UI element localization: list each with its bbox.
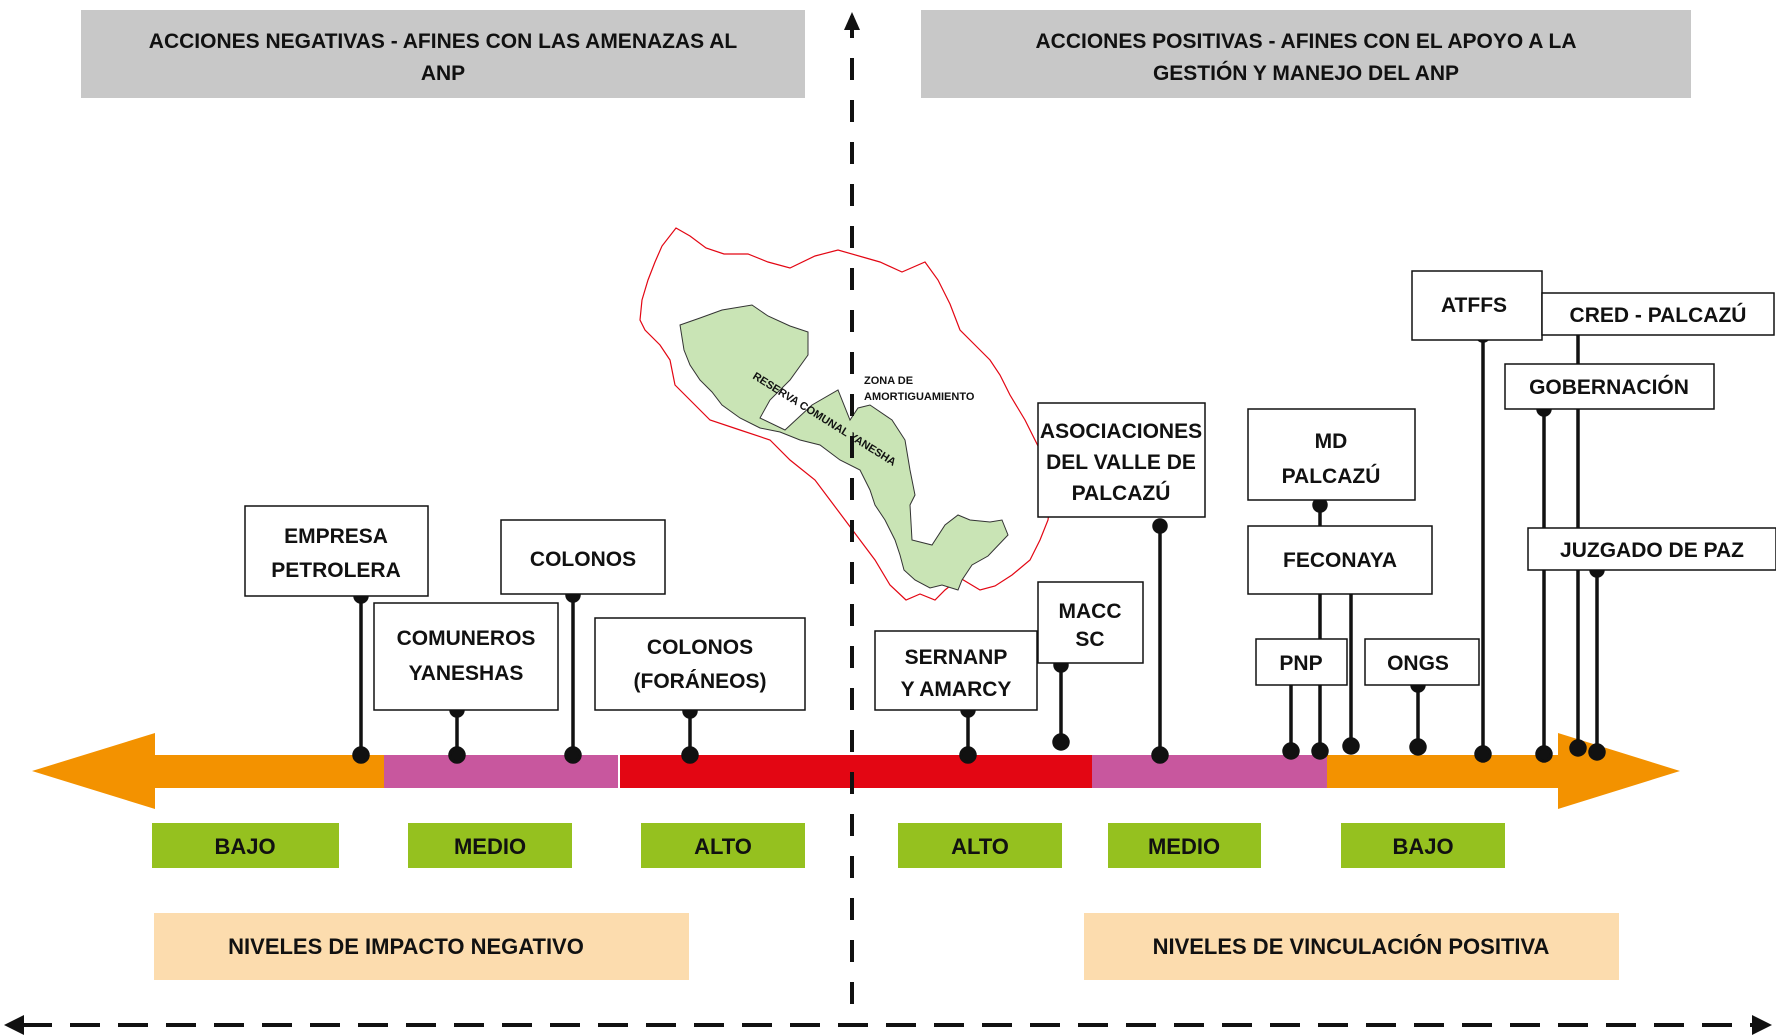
box-colonos-foraneos [594,617,806,711]
buffer-zone-outline [639,227,1053,601]
label-sernanp-2: Y AMARCY [901,678,1012,701]
label-empresa-petrolera-2: PETROLERA [271,559,401,582]
level-box-medio-left [408,823,572,868]
buffer-zone-label-line2: AMORTIGUAMIENTO [864,391,975,403]
arrow-left-head [32,733,384,809]
label-comuneros-1: COMUNEROS [397,627,536,650]
label-sernanp-1: SERNANP [905,646,1008,669]
box-comuneros-yaneshas [373,602,559,711]
label-feconaya: FECONAYA [1283,549,1397,572]
box-atffs [1411,270,1543,341]
bottom-arrow-left [4,1015,24,1035]
positive-header-line2: GESTIÓN Y MANEJO DEL ANP [1153,61,1459,85]
box-empresa-petrolera [244,505,429,597]
level-bajo-left: BAJO [214,834,275,859]
footer-negative: NIVELES DE IMPACTO NEGATIVO [228,934,584,959]
label-comuneros-2: YANESHAS [409,662,524,685]
level-medio-right: MEDIO [1148,834,1220,859]
reserve-map: RESERVA COMUNAL YANESHA ZONA DE AMORTIGU… [639,227,1053,601]
level-box-bajo-right [1341,823,1505,868]
label-asociaciones-3: PALCAZÚ [1072,481,1171,505]
label-colonos: COLONOS [530,548,636,571]
level-alto-left: ALTO [694,834,752,859]
label-empresa-petrolera-1: EMPRESA [284,525,388,548]
level-box-bajo-left [152,823,339,868]
level-box-alto-right [898,823,1062,868]
divider-arrow-up [844,12,860,30]
reserve-area [679,304,1009,591]
label-cred-palcazu: CRED - PALCAZÚ [1570,303,1747,327]
label-md-1: MD [1315,430,1348,453]
label-asociaciones-2: DEL VALLE DE [1046,451,1196,474]
footer-box-positive [1084,913,1619,980]
bottom-arrow-right [1752,1015,1772,1035]
label-md-2: PALCAZÚ [1282,464,1381,488]
box-md-palcazu [1247,408,1416,501]
segment-high [620,755,1092,788]
label-atffs: ATFFS [1441,294,1507,317]
label-colonos-foraneos-2: (FORÁNEOS) [634,670,767,693]
level-bajo-right: BAJO [1392,834,1453,859]
level-box-alto-left [641,823,805,868]
box-pnp [1255,638,1348,686]
level-alto-right: ALTO [951,834,1009,859]
box-sernanp-amarcy [874,630,1038,711]
arrow-right-head [1327,733,1680,809]
box-asociaciones-valle [1037,402,1206,518]
level-box-medio-right [1108,823,1261,868]
box-ongs [1364,638,1480,686]
positive-header-box [921,10,1691,98]
buffer-zone-label-line1: ZONA DE [864,375,913,387]
box-juzgado-de-paz [1527,527,1776,571]
label-asociaciones-1: ASOCIACIONES [1040,420,1202,443]
box-colonos [500,519,666,595]
level-medio-left: MEDIO [454,834,526,859]
label-colonos-foraneos-1: COLONOS [647,636,753,659]
label-pnp: PNP [1279,652,1322,675]
label-ongs: ONGS [1387,652,1449,675]
positive-header-line1: ACCIONES POSITIVAS - AFINES CON EL APOYO… [1036,30,1577,53]
segment-medium-left [384,755,618,788]
negative-header-line1: ACCIONES NEGATIVAS - AFINES CON LAS AMEN… [149,30,738,53]
impact-axis [32,733,1680,809]
label-juzgado-de-paz: JUZGADO DE PAZ [1560,539,1744,562]
footer-positive: NIVELES DE VINCULACIÓN POSITIVA [1153,934,1550,959]
footer-box-negative [154,913,689,980]
box-feconaya [1247,525,1433,595]
label-macc-2: SC [1075,628,1104,651]
negative-header-box [81,10,805,98]
label-gobernacion: GOBERNACIÓN [1529,375,1689,399]
segment-medium-right [1092,755,1327,788]
negative-header-line2: ANP [421,62,465,85]
box-cred-palcazu [1541,292,1775,336]
label-macc-1: MACC [1059,600,1122,623]
box-gobernacion [1504,363,1715,410]
box-macc-sc [1037,581,1144,664]
